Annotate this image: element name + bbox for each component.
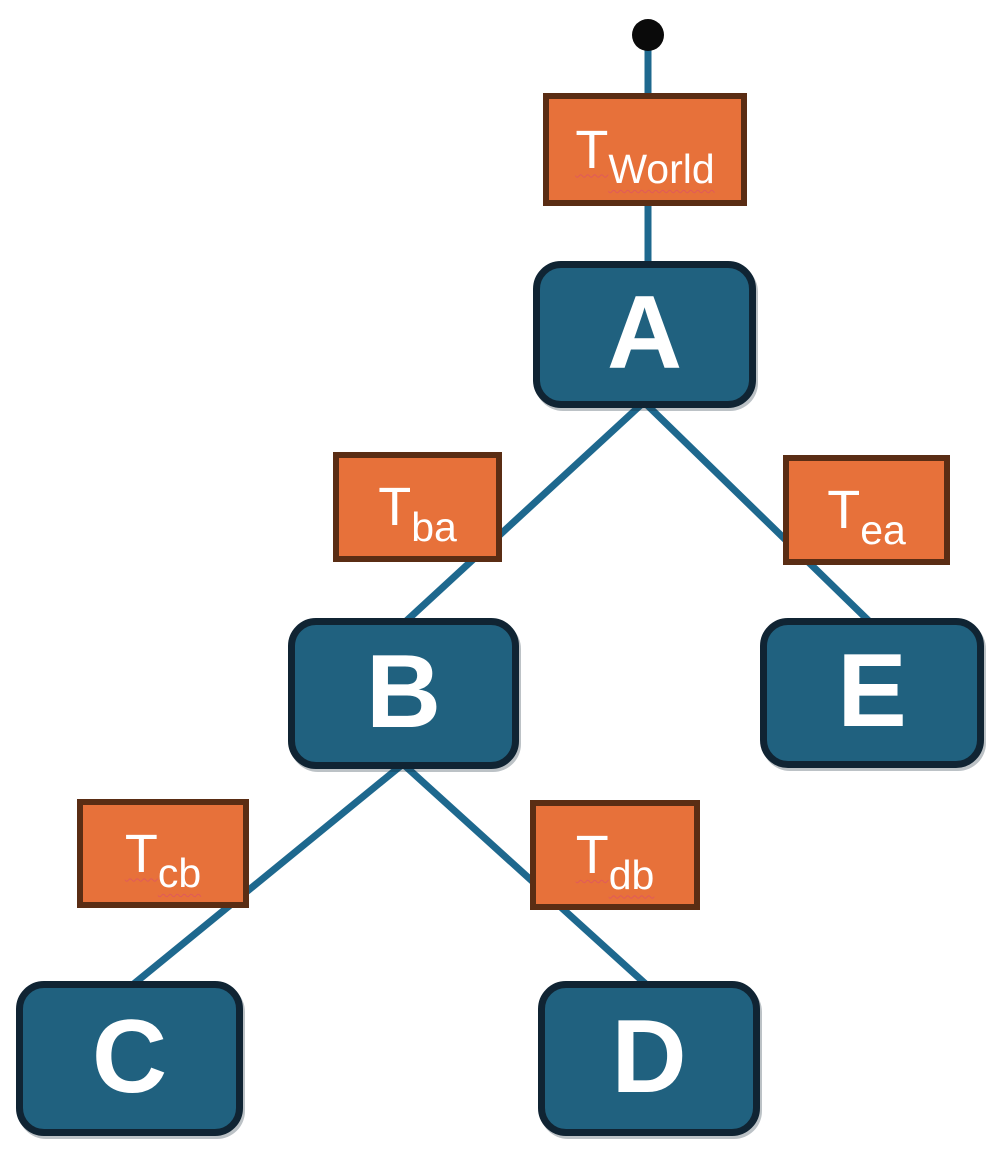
world-origin-dot — [632, 19, 664, 51]
node-box-b: B — [288, 618, 519, 769]
transform-label-subscript: db — [608, 851, 655, 898]
transform-label-base: T — [575, 119, 609, 180]
transform-label-base: T — [378, 477, 412, 537]
node-label: B — [365, 633, 442, 750]
transform-label-base: T — [575, 825, 609, 885]
node-box-a: A — [533, 261, 756, 408]
node-box-e: E — [760, 618, 984, 768]
node-box-c: C — [16, 981, 243, 1136]
node-label: A — [606, 274, 683, 391]
node-label: D — [611, 998, 687, 1115]
edge-a-e — [641, 399, 875, 627]
transform-label-subscript: cb — [157, 850, 202, 896]
edge-b-c — [127, 761, 406, 990]
transform-label-subscript: ea — [860, 506, 906, 553]
transform-label-subscript: ba — [411, 503, 457, 550]
edge-a-b — [400, 399, 647, 627]
transform-label-base: T — [124, 823, 158, 884]
node-label: E — [837, 633, 907, 749]
transform-label-subscript: World — [608, 146, 715, 192]
transform-label-base: T — [827, 480, 861, 540]
node-label: C — [91, 998, 168, 1115]
edge-b-d — [400, 761, 652, 990]
node-box-d: D — [538, 981, 760, 1136]
